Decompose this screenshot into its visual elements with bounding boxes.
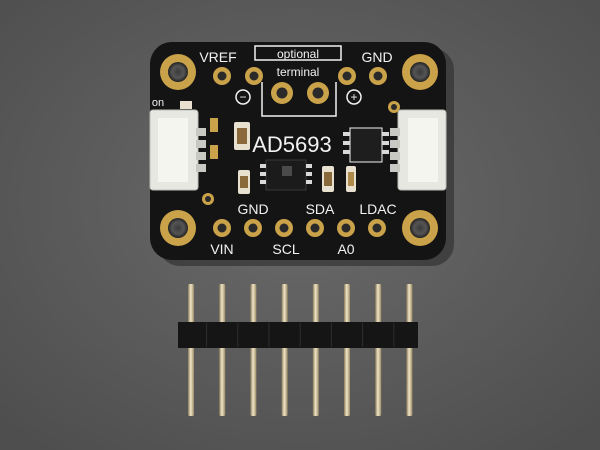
regulator-chip — [343, 127, 389, 163]
optional-label: optional — [277, 47, 319, 61]
power-led — [180, 101, 192, 109]
mounting-hole — [160, 54, 196, 90]
header-pin — [406, 284, 413, 416]
header-pin — [250, 284, 257, 416]
resistor — [210, 118, 218, 159]
terminal-pad — [307, 82, 329, 104]
header-plastic — [178, 322, 418, 348]
header-pin — [312, 284, 319, 416]
a0-label: A0 — [337, 241, 354, 257]
header-pad-ldac — [368, 219, 386, 237]
header-pad-sda — [306, 219, 324, 237]
header-pad-scl — [275, 219, 293, 237]
gnd-bottom-label: GND — [237, 201, 268, 217]
header-pin — [281, 284, 288, 416]
minus-marker — [235, 89, 251, 105]
header-pin — [188, 284, 194, 416]
header-pad — [338, 67, 356, 85]
dac-chip — [260, 159, 312, 191]
ldac-label: LDAC — [359, 201, 396, 217]
minus-label: − — [239, 90, 246, 104]
optional-terminal-box — [254, 45, 342, 61]
capacitor — [238, 170, 250, 194]
mounting-hole — [402, 54, 438, 90]
capacitor — [346, 166, 356, 192]
terminal-outline — [261, 82, 337, 117]
scl-label: SCL — [272, 241, 299, 257]
header-pad-a0 — [337, 219, 355, 237]
capacitor — [322, 166, 334, 192]
header-pin — [375, 284, 382, 416]
mounting-hole — [160, 210, 196, 246]
header-pad — [369, 67, 387, 85]
header-pad — [245, 67, 263, 85]
vref-label: VREF — [199, 49, 236, 65]
chip-label: AD5693 — [252, 132, 332, 157]
stemma-connector-left — [149, 109, 206, 191]
pin-header-strip — [178, 284, 418, 416]
plus-marker — [346, 89, 362, 105]
breakout-board: VREF optional terminal GND − + on — [149, 42, 447, 260]
header-pad-vin — [213, 219, 231, 237]
header-pin — [344, 284, 350, 416]
terminal-pad — [271, 82, 293, 104]
header-pin — [219, 284, 226, 416]
pcb — [150, 42, 446, 260]
header-pad — [213, 67, 231, 85]
gnd-top-label: GND — [361, 49, 392, 65]
sda-label: SDA — [306, 201, 335, 217]
header-pad-gnd — [244, 219, 262, 237]
plus-label: + — [350, 90, 357, 104]
capacitor — [234, 122, 250, 150]
mounting-hole — [402, 210, 438, 246]
vin-label: VIN — [210, 241, 233, 257]
terminal-label: terminal — [277, 65, 320, 79]
on-label: on — [152, 97, 164, 109]
stemma-connector-right — [390, 109, 447, 191]
